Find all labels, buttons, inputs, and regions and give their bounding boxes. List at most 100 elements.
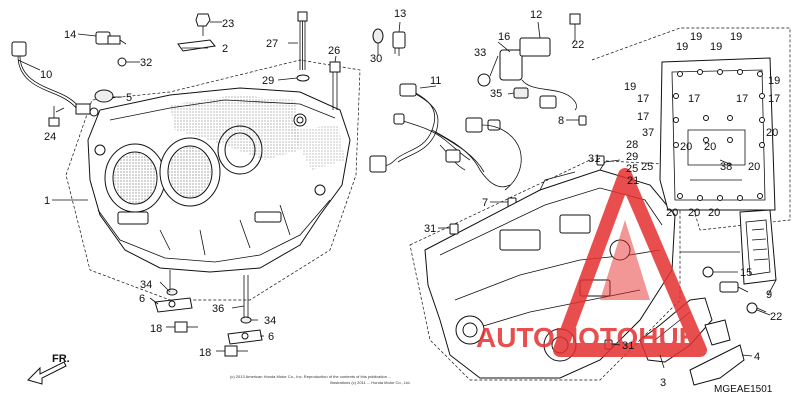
diagram-code: MGEAE1501: [714, 384, 773, 395]
label-17e: 17: [637, 111, 649, 123]
label-13: 13: [394, 8, 406, 20]
label-6b: 6: [268, 331, 274, 343]
label-11: 11: [430, 75, 441, 87]
label-23: 23: [222, 18, 234, 30]
sensor-10: [11, 41, 99, 117]
bracket-2: [177, 39, 216, 52]
bracket-6-lower: [227, 329, 263, 345]
bolt-26: [329, 61, 341, 110]
bolt-24: [48, 106, 60, 127]
bolt-23: [195, 13, 211, 36]
o-ring-32: [117, 57, 127, 67]
label-8: 8: [558, 115, 564, 127]
label-25a: 25: [641, 161, 653, 173]
label-22a: 22: [572, 39, 584, 51]
label-29a: 29: [262, 75, 274, 87]
label-17b: 17: [688, 93, 700, 105]
label-29b: 29: [626, 151, 638, 163]
label-17d: 17: [768, 93, 780, 105]
label-37: 37: [642, 127, 654, 139]
o-ring-33: [477, 73, 491, 87]
callout-labels: 1 2 3 4 5 6 6 7 8 9 10 11 12 13 14 15 16…: [40, 8, 782, 389]
bolt-18-lower: [224, 345, 248, 357]
copyright-line-1: (c) 2013 American Honda Motor Co., Inc. …: [230, 374, 391, 379]
label-17a: 17: [637, 93, 649, 105]
washer-34-lower: [240, 316, 252, 324]
label-18b: 18: [199, 347, 211, 359]
label-34b: 34: [264, 315, 276, 327]
copyright-line-2: Illustrations (c) 2011 ... Honda Motor C…: [330, 380, 411, 385]
label-18a: 18: [150, 323, 162, 335]
label-31c: 31: [622, 340, 634, 352]
label-9: 9: [766, 289, 772, 301]
label-24: 24: [44, 131, 56, 143]
label-26: 26: [328, 45, 340, 57]
dowel-31-upper: [596, 155, 605, 166]
solenoid-16: [499, 37, 577, 111]
label-35: 35: [490, 88, 502, 100]
label-19b: 19: [710, 41, 722, 53]
label-1: 1: [44, 195, 50, 207]
label-20c: 20: [766, 127, 778, 139]
washer-34-upper: [166, 288, 178, 296]
bracket-6-upper: [154, 297, 193, 313]
label-19d: 19: [690, 31, 702, 43]
oil-pressure-switch-14: [95, 31, 127, 45]
dowel-31-left: [449, 223, 459, 235]
label-32: 32: [140, 57, 152, 69]
label-5: 5: [126, 92, 132, 104]
label-21: 21: [627, 175, 639, 187]
baffle-plate-4: [689, 344, 745, 386]
bolt-22-lower: [746, 302, 767, 314]
bolt-22-upper: [569, 13, 581, 40]
label-22b: 22: [770, 311, 782, 323]
label-7: 7: [482, 197, 488, 209]
label-20e: 20: [666, 207, 678, 219]
label-12: 12: [530, 9, 542, 21]
dowel-8: [578, 115, 587, 126]
label-19e: 19: [624, 81, 636, 93]
label-19f: 19: [768, 75, 780, 87]
label-38: 38: [720, 161, 732, 173]
label-25b: 25: [626, 163, 638, 175]
upper-crankcase: [65, 59, 361, 301]
label-16: 16: [498, 31, 510, 43]
oil-jet-15: [702, 266, 749, 293]
label-19c: 19: [730, 31, 742, 43]
label-19a: 19: [676, 41, 688, 53]
label-2: 2: [222, 43, 228, 55]
bolt-27: [297, 11, 308, 70]
sensor-13: [392, 31, 406, 56]
grommet-5: [94, 89, 114, 103]
label-27: 27: [266, 38, 278, 50]
wire-harness-11: [369, 83, 522, 191]
label-36: 36: [212, 303, 224, 315]
o-ring-30: [372, 28, 384, 44]
oil-pan-cover: [591, 27, 791, 231]
label-28: 28: [626, 139, 638, 151]
label-31b: 31: [424, 223, 436, 235]
label-20f: 20: [688, 207, 700, 219]
bolt-18-upper: [174, 321, 198, 333]
label-17c: 17: [736, 93, 748, 105]
washer-29: [296, 74, 310, 82]
label-14: 14: [64, 29, 76, 41]
label-20g: 20: [708, 207, 720, 219]
label-4: 4: [754, 351, 760, 363]
label-10: 10: [40, 69, 52, 81]
label-31a: 31: [588, 153, 600, 165]
leader-lines: [17, 21, 777, 369]
label-3: 3: [660, 377, 666, 389]
watermark: AUTOMOTOHUB: [476, 168, 707, 357]
front-marker-text: FR.: [52, 353, 70, 365]
label-33: 33: [474, 47, 486, 59]
label-15: 15: [740, 267, 752, 279]
label-20a: 20: [680, 141, 692, 153]
clamp-35: [513, 87, 529, 99]
label-20b: 20: [704, 141, 716, 153]
oil-filter-9: [739, 209, 777, 285]
label-30: 30: [370, 53, 382, 65]
front-direction-marker: FR.: [27, 353, 70, 385]
cover-bolt-holes: [673, 69, 765, 201]
